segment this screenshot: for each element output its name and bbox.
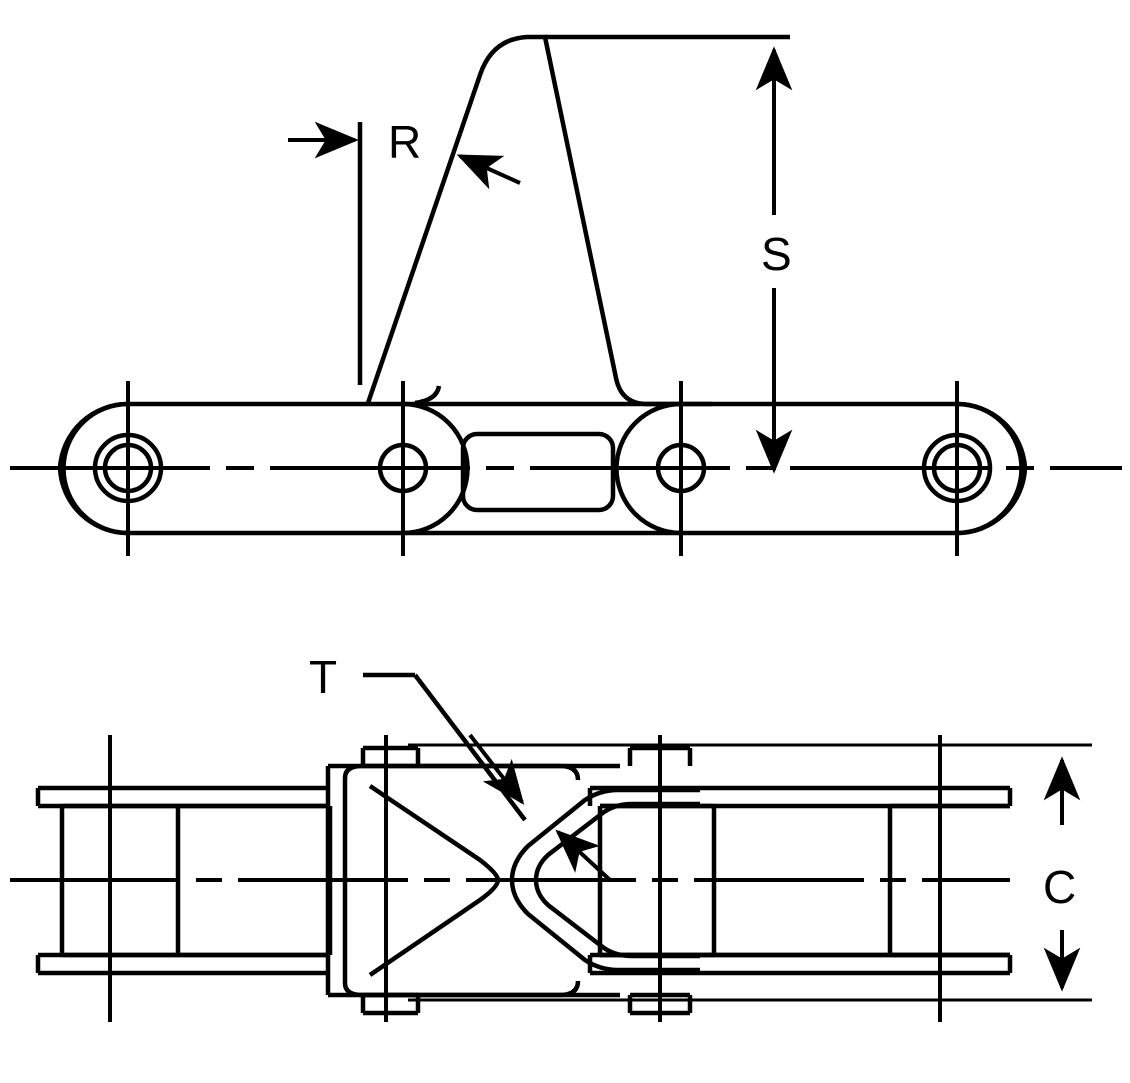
plan-left-inner-rails	[178, 803, 330, 958]
chain-link-plates	[57, 401, 1028, 536]
bracket-plan-body-top-round	[342, 763, 581, 781]
plan-view	[10, 672, 1092, 1022]
bracket-flap-lower-outer	[509, 879, 700, 973]
plan-right-plate-bottom	[587, 952, 1013, 976]
dimension-C	[408, 743, 1092, 1002]
bracket-left-leg	[365, 34, 547, 404]
dimension-label-C: C	[1043, 861, 1076, 913]
plan-right-roller-right	[890, 803, 1010, 958]
dimension-label-S: S	[761, 228, 792, 280]
link-plate-inner	[403, 401, 681, 536]
link-plate-left-endcap-bottom	[57, 467, 129, 536]
bracket-flap-upper-outer	[509, 787, 700, 881]
dimension-label-T: T	[309, 651, 337, 703]
R-arrow-right	[456, 154, 521, 190]
dimension-label-R: R	[388, 116, 421, 168]
link-plate-right-endcap-top	[956, 401, 1028, 469]
link-plate-right-endcap-bottom	[956, 467, 1028, 536]
side-elevation-view	[10, 34, 1122, 556]
dimension-R	[288, 121, 521, 385]
link-plate-right	[614, 401, 1024, 536]
bracket-plan-body-bottom-round	[342, 980, 581, 998]
bracket-plan-tab-bottom-left	[360, 992, 421, 1016]
bracket-plan-tab-top-left	[360, 745, 421, 766]
link-plate-left	[61, 401, 470, 536]
link-plate-left-endcap-top	[57, 401, 129, 469]
center-bushing	[460, 431, 616, 513]
